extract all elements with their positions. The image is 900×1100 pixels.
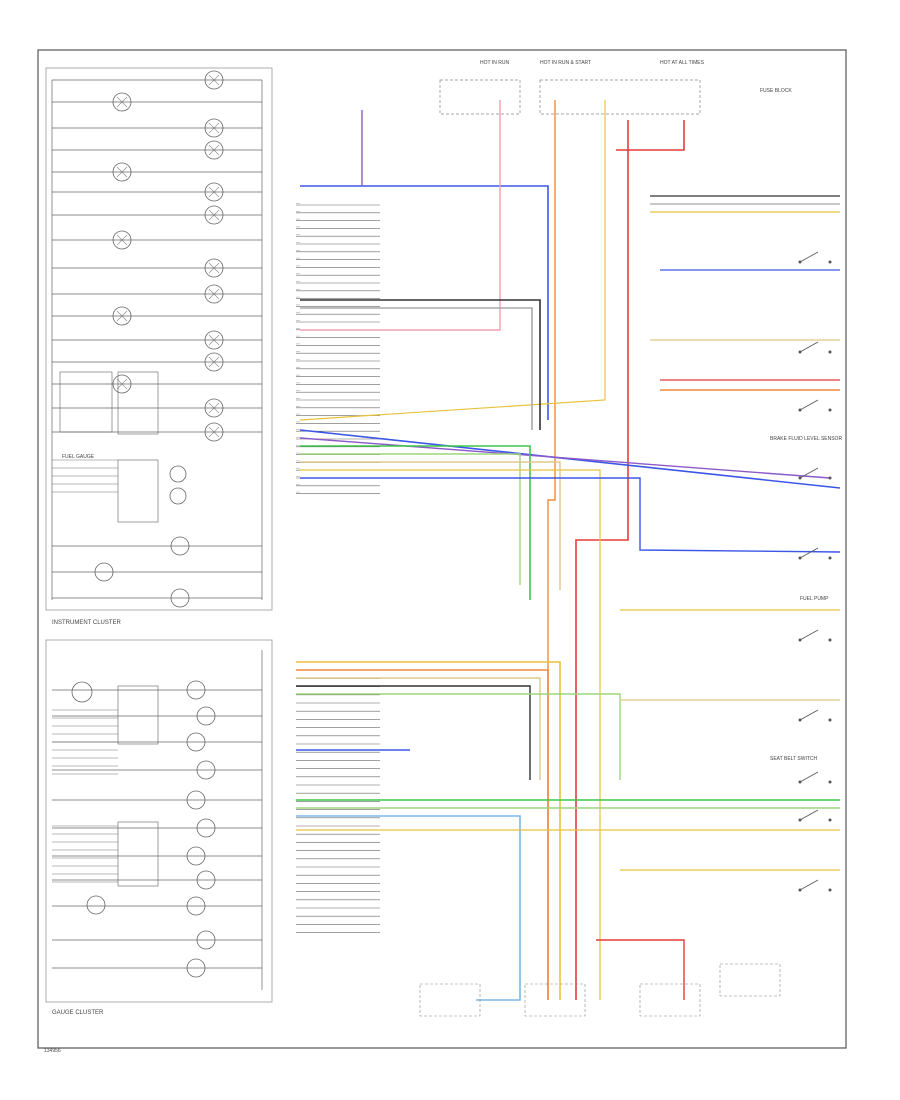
right-label-fuel-pump: FUEL PUMP <box>800 596 829 602</box>
footer-code: 134956 <box>44 1048 61 1054</box>
wire-purple <box>299 437 831 479</box>
switch-contact <box>799 341 819 353</box>
instrument-cluster-box <box>45 67 273 611</box>
top-label-hot-in-run-start: HOT IN RUN & START <box>540 60 591 66</box>
gauge-icon <box>86 895 106 915</box>
wire-tan <box>296 677 541 780</box>
gauge-icon <box>169 465 187 483</box>
wire-green <box>300 445 531 600</box>
wire-black <box>296 685 531 780</box>
connector-rows <box>296 203 380 933</box>
left-gauge-group <box>59 70 224 978</box>
top-label-hot-at-all-times: HOT AT ALL TIMES <box>660 60 705 66</box>
switch-contact <box>799 809 819 821</box>
switch-contact <box>799 467 819 479</box>
gauge-module-box <box>117 821 159 887</box>
switch-contact <box>799 399 819 411</box>
wire-lightgreen <box>300 453 521 585</box>
gauge-module-box <box>117 459 159 523</box>
wire-orange <box>296 669 549 1000</box>
switch-terminal <box>798 888 802 892</box>
switch-terminal <box>798 260 802 264</box>
switch-terminal <box>798 638 802 642</box>
wire-yellow <box>299 100 606 421</box>
component-box <box>419 983 481 1017</box>
wire-blue <box>300 477 841 553</box>
top-label-fuse-block: FUSE BLOCK <box>760 88 792 94</box>
wire-tan <box>300 461 561 590</box>
switch-terminal <box>798 408 802 412</box>
switch-contact <box>799 251 819 263</box>
switch-terminal <box>828 556 832 560</box>
switch-contact <box>799 629 819 641</box>
colored-wires <box>296 100 841 1001</box>
switch-terminal <box>828 718 832 722</box>
top-label-hot-in-run: HOT IN RUN <box>480 60 509 66</box>
switch-terminal <box>828 780 832 784</box>
right-label-seat-belt: SEAT BELT SWITCH <box>770 756 818 762</box>
switch-terminal <box>828 260 832 264</box>
wire-yellow <box>300 469 601 1000</box>
wire-pink <box>300 100 501 331</box>
switch-terminal <box>798 818 802 822</box>
switch-terminal <box>798 350 802 354</box>
wire-red <box>596 939 685 1000</box>
gauge-module-box <box>117 685 159 745</box>
fuel-gauge-box <box>59 371 113 433</box>
gauge-icon <box>71 681 93 703</box>
switch-terminal <box>828 818 832 822</box>
switch-terminal <box>828 350 832 354</box>
wire-gray <box>300 307 533 430</box>
fuse-box-2 <box>539 79 701 115</box>
switch-contact <box>799 547 819 559</box>
right-switches <box>419 251 832 1017</box>
switch-contact <box>799 879 819 891</box>
wire-yellow <box>296 661 561 1000</box>
component-box <box>524 983 586 1017</box>
switch-terminal <box>798 718 802 722</box>
switch-terminal <box>828 408 832 412</box>
component-box <box>639 983 701 1017</box>
switch-terminal <box>798 556 802 560</box>
switch-contact <box>799 709 819 721</box>
switch-contact <box>799 771 819 783</box>
wire-black <box>300 299 541 430</box>
wire-red <box>575 120 629 1000</box>
switch-terminal <box>828 476 832 480</box>
wire-lightgreen <box>296 693 621 780</box>
wire-blue <box>300 185 549 420</box>
gauge-cluster-box <box>45 639 273 1003</box>
left-bus-lines <box>51 79 263 990</box>
diagram-frame <box>37 49 847 1049</box>
fuse-box-1 <box>439 79 521 115</box>
instrument-cluster-label: INSTRUMENT CLUSTER <box>52 620 122 626</box>
switch-terminal <box>828 638 832 642</box>
right-label-brake-fluid: BRAKE FLUID LEVEL SENSOR <box>770 436 842 442</box>
fuel-gauge-label: FUEL GAUGE <box>62 454 95 460</box>
switch-terminal <box>828 888 832 892</box>
gauge-icon <box>169 487 187 505</box>
wire-orange <box>547 100 556 1000</box>
component-box <box>719 963 781 997</box>
wire-lightblue <box>296 815 521 1001</box>
wire-red <box>616 120 685 151</box>
gauge-module-box <box>117 371 159 435</box>
switch-terminal <box>798 476 802 480</box>
gauge-cluster-label: GAUGE CLUSTER <box>52 1010 104 1016</box>
switch-terminal <box>798 780 802 784</box>
